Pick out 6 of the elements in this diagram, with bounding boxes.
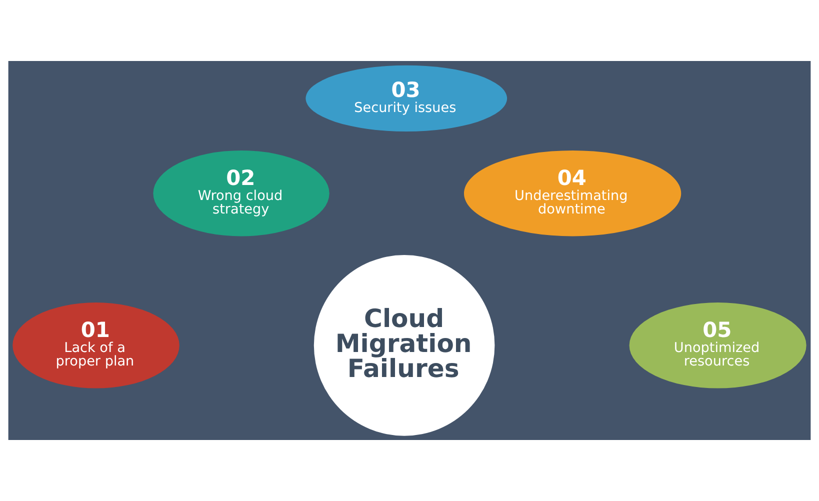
node-ellipse: 01 Lack of a proper plan bbox=[12, 302, 180, 388]
node-ellipse: 04 Underestimating downtime bbox=[464, 150, 682, 236]
node-ellipse: 03 Security issues bbox=[306, 65, 508, 132]
node-ellipse: 05 Unoptimized resources bbox=[629, 302, 806, 388]
node-ellipse: 02 Wrong cloud strategy bbox=[153, 150, 330, 236]
node-circle: Cloud Migration Failures bbox=[314, 255, 495, 436]
